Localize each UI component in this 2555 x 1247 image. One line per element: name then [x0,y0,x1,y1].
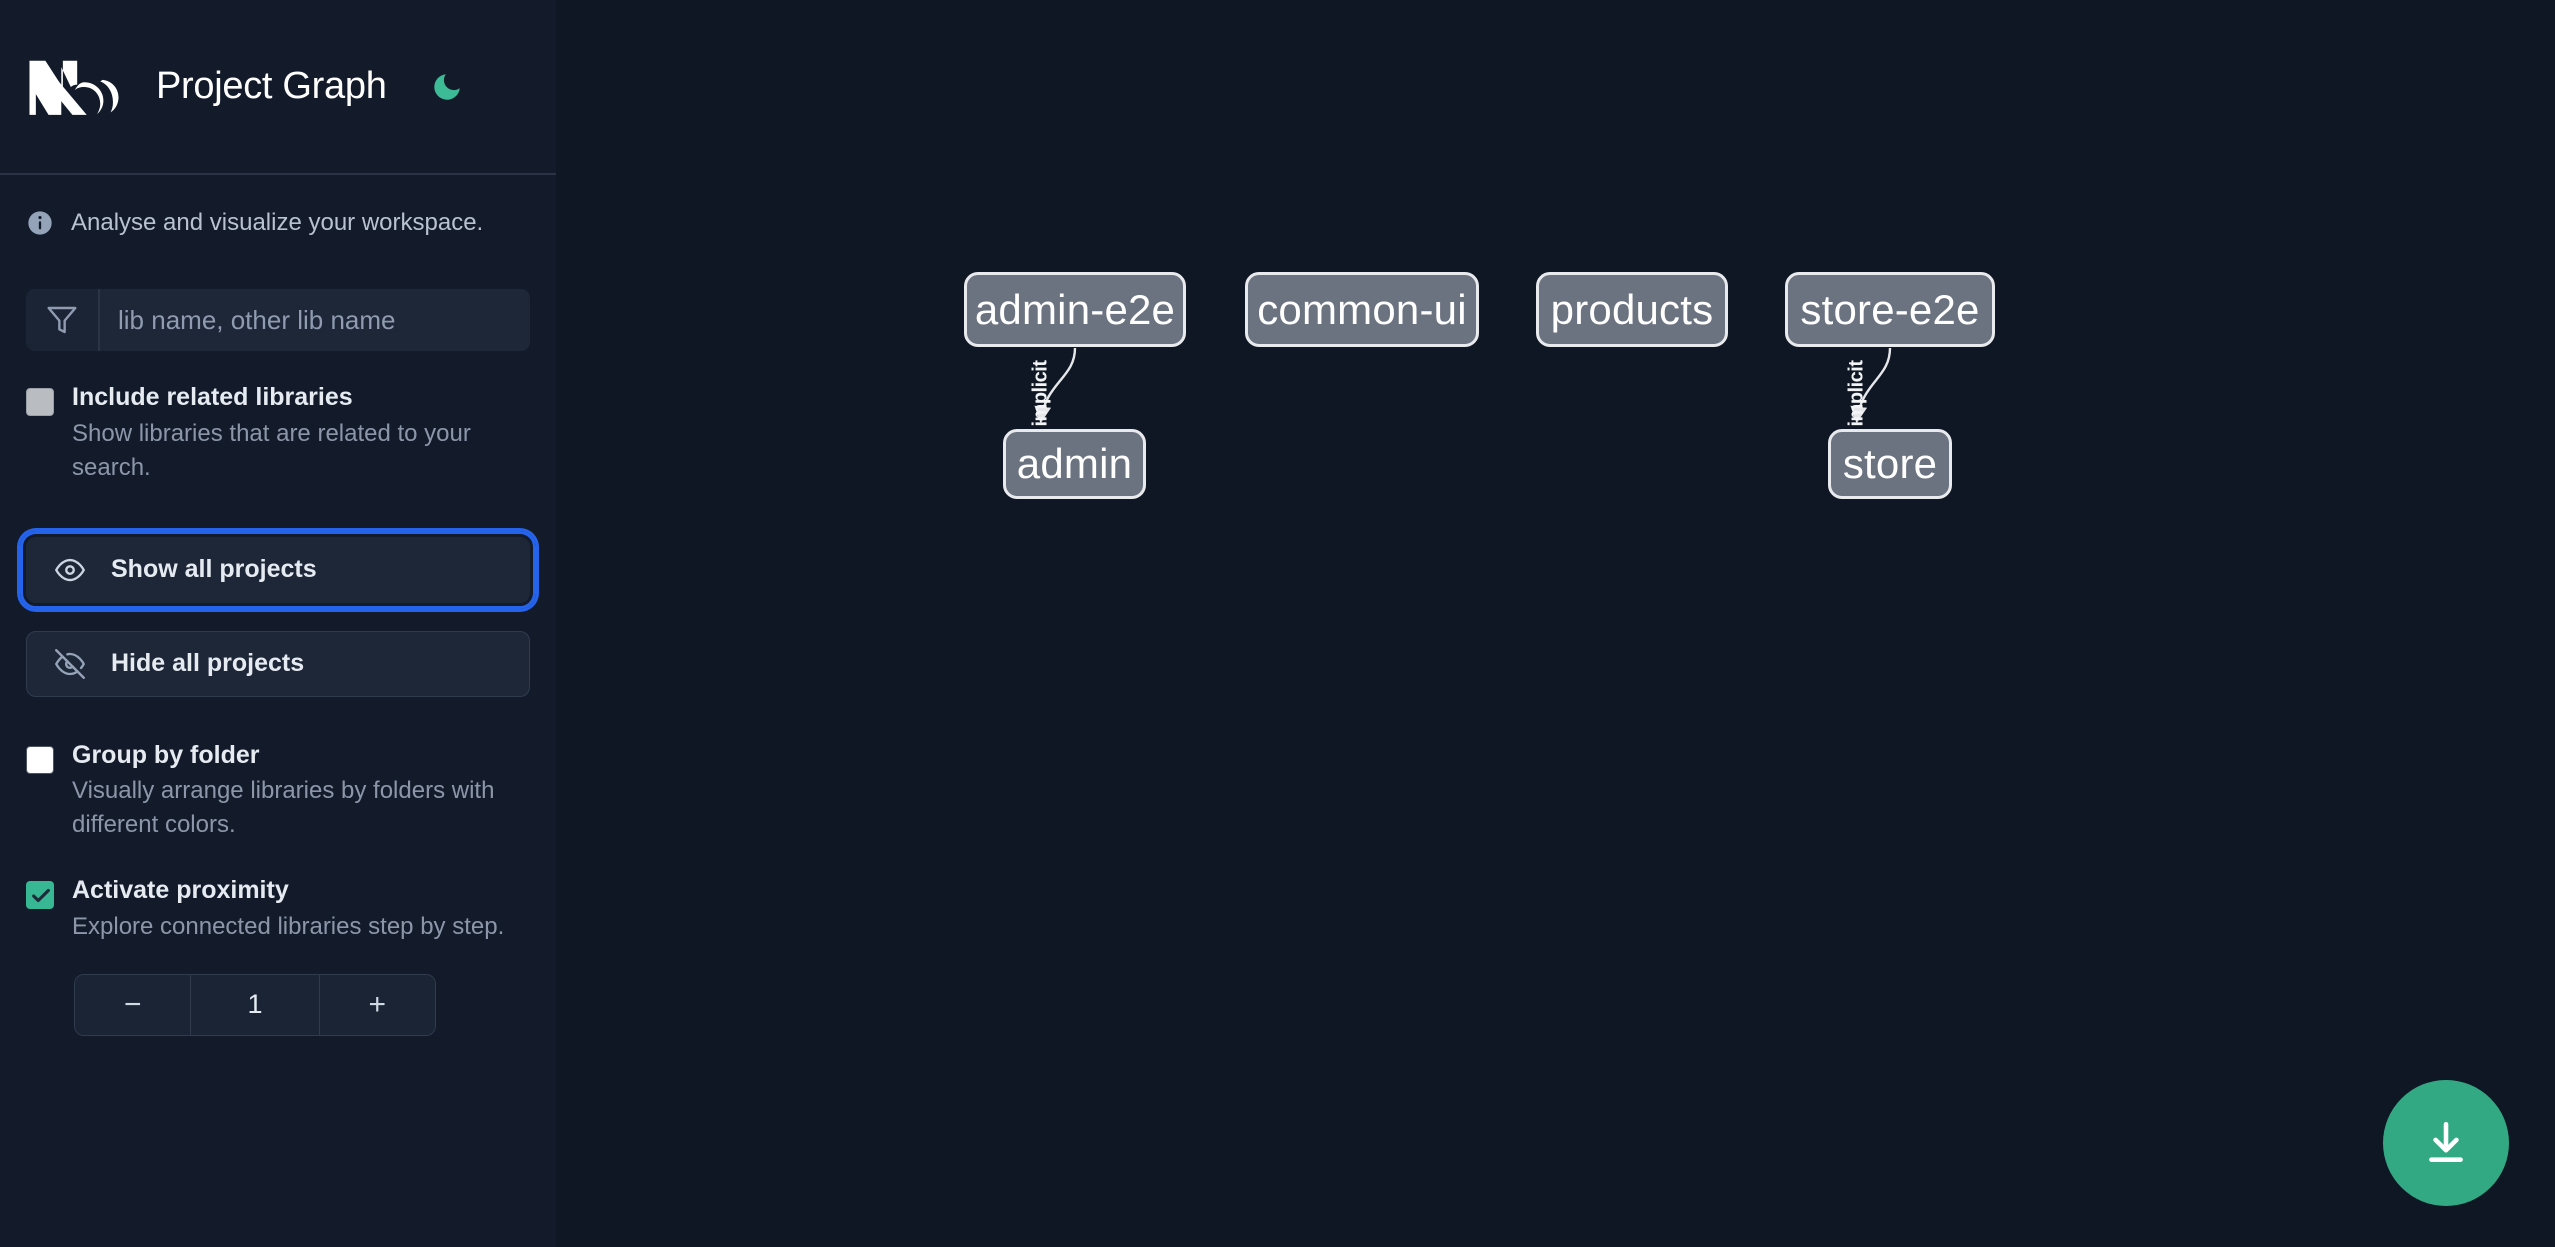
graph-node-store-e2e[interactable]: store-e2e [1785,272,1995,347]
nx-logo-icon [26,56,122,118]
info-icon [26,209,54,237]
group-by-folder-checkbox[interactable] [26,745,54,774]
proximity-increment-button[interactable]: + [319,974,435,1035]
graph-node-label: admin-e2e [974,285,1176,333]
option-text: Activate proximity Explore connected lib… [72,876,530,944]
include-related-libraries-checkbox[interactable] [26,388,54,416]
edge-label-store-implicit: implicit [1845,360,1868,427]
eye-icon [55,555,85,585]
graph-edges [1034,347,1892,424]
proximity-decrement-button[interactable]: − [75,974,191,1035]
graph-node-admin-e2e[interactable]: admin-e2e [964,272,1186,347]
graph-node-store[interactable]: store [1828,429,1952,499]
option-label: Group by folder [72,740,260,769]
eye-off-icon [55,648,85,679]
show-all-projects-button[interactable]: Show all projects [20,530,536,609]
option-label: Include related libraries [72,383,353,411]
graph-node-label: admin [1016,440,1133,487]
graph-node-label: store-e2e [1800,285,1980,333]
option-activate-proximity: Activate proximity Explore connected lib… [26,876,530,944]
sidebar: Project Graph Analyse and visualize your… [0,0,556,1247]
graph-node-common-ui[interactable]: common-ui [1245,272,1479,347]
option-text: Include related libraries Show libraries… [72,383,530,485]
hide-all-projects-label: Hide all projects [111,649,305,678]
proximity-stepper: − 1 + [74,973,436,1036]
option-description: Visually arrange libraries by folders wi… [72,777,495,839]
edge-label-admin-implicit: implicit [1029,360,1052,427]
graph-canvas[interactable]: admin-e2e common-ui products store-e2e a… [556,0,2555,1247]
option-include-related-libraries: Include related libraries Show libraries… [26,383,530,485]
sidebar-tagline-text: Analyse and visualize your workspace. [71,209,484,236]
activate-proximity-checkbox[interactable] [26,881,54,910]
option-text: Group by folder Visually arrange librari… [72,741,530,843]
hide-all-projects-button[interactable]: Hide all projects [26,630,530,697]
option-label: Activate proximity [72,876,289,905]
graph-node-label: products [1550,285,1714,333]
proximity-value: 1 [190,974,320,1035]
moon-icon[interactable] [425,65,469,109]
search-box [26,289,530,351]
option-description: Show libraries that are related to your … [72,419,471,481]
search-input[interactable] [100,289,530,351]
option-description: Explore connected libraries step by step… [72,912,505,940]
sidebar-body: Analyse and visualize your workspace. In… [0,175,556,1036]
download-icon [2421,1118,2471,1168]
graph-node-products[interactable]: products [1536,272,1728,347]
page-title: Project Graph [156,65,387,107]
option-group-by-folder: Group by folder Visually arrange librari… [26,741,530,843]
filter-icon[interactable] [26,289,100,351]
graph-node-label: common-ui [1257,285,1467,333]
graph-node-label: store [1842,440,1938,487]
download-graph-button[interactable] [2383,1080,2509,1206]
show-all-projects-label: Show all projects [111,555,317,584]
graph-node-admin[interactable]: admin [1003,429,1146,499]
sidebar-tagline: Analyse and visualize your workspace. [26,175,530,237]
sidebar-header: Project Graph [0,0,556,175]
